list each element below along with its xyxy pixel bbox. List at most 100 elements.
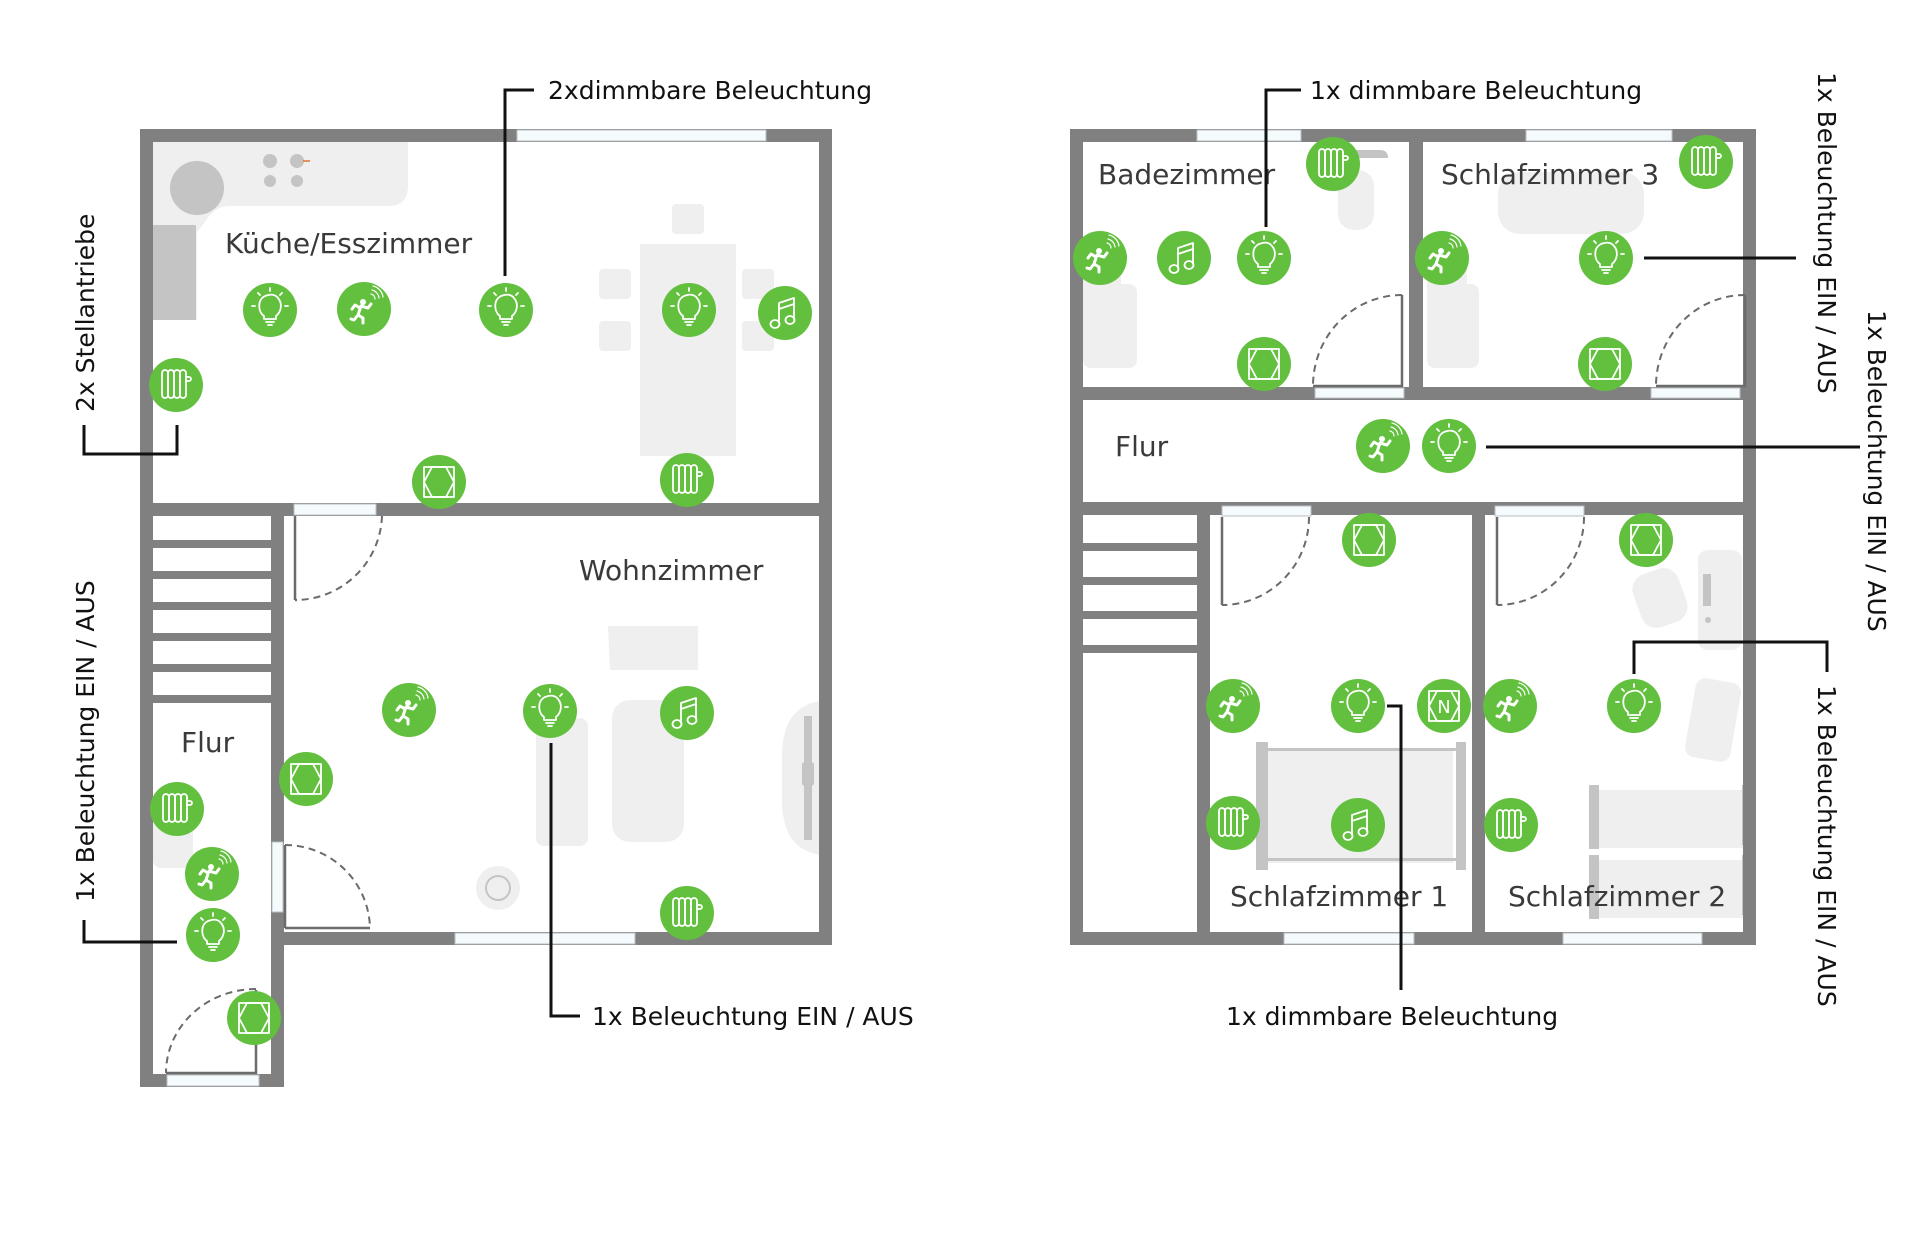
- device-circle: [1331, 679, 1385, 733]
- device-motion-sensor-icon: [1073, 231, 1127, 285]
- device-circle: [1415, 231, 1469, 285]
- room-label-flur-eg: Flur: [181, 726, 235, 759]
- device-circle: [662, 283, 716, 337]
- device-circle: [1607, 679, 1661, 733]
- device-shutter-icon: [1237, 337, 1291, 391]
- window: [1494, 505, 1585, 517]
- room-label-sz1: Schlafzimmer 1: [1230, 880, 1448, 913]
- device-radiator-icon: [1206, 796, 1260, 850]
- device-circle: [1422, 419, 1476, 473]
- device-radiator-icon: [660, 453, 714, 507]
- device-shutter-north-icon: N: [1417, 679, 1471, 733]
- device-circle: [1306, 137, 1360, 191]
- callout-kueche-actuators: 2x Stellantriebe: [71, 214, 100, 412]
- device-circle: [337, 282, 391, 336]
- device-shutter-icon: [279, 752, 333, 806]
- room-label-sz2: Schlafzimmer 2: [1508, 880, 1726, 913]
- window: [1196, 129, 1302, 142]
- device-circle: [1237, 337, 1291, 391]
- device-motion-sensor-icon: [382, 683, 436, 737]
- window: [271, 841, 284, 913]
- callout-sz1-dimmable: 1x dimmbare Beleuchtung: [1226, 1002, 1558, 1031]
- device-circle: [660, 686, 714, 740]
- device-circle: [1483, 679, 1537, 733]
- device-circle: [1342, 513, 1396, 567]
- device-light-bulb-icon: [1237, 231, 1291, 285]
- door: [283, 844, 371, 930]
- device-circle: [1356, 419, 1410, 473]
- room-label-sz3: Schlafzimmer 3: [1441, 158, 1659, 191]
- device-circle: [479, 283, 533, 337]
- device-circle: [1484, 798, 1538, 852]
- device-light-bulb-icon: [662, 283, 716, 337]
- room-label-wohnzimmer: Wohnzimmer: [579, 554, 764, 587]
- device-light-bulb-icon: [1331, 679, 1385, 733]
- window: [1650, 387, 1741, 399]
- device-circle: [1157, 231, 1211, 285]
- device-circle: [1417, 679, 1471, 733]
- window: [1525, 129, 1673, 142]
- device-motion-sensor-icon: [1206, 679, 1260, 733]
- callout-wohnzimmer-light: 1x Beleuchtung EIN / AUS: [592, 1002, 914, 1031]
- door: [1495, 516, 1585, 606]
- device-circle: [1206, 796, 1260, 850]
- device-radiator-icon: [149, 358, 203, 412]
- device-letter: N: [1437, 697, 1450, 718]
- device-circle: [227, 991, 281, 1045]
- device-circle: [1679, 135, 1733, 189]
- window: [166, 1074, 260, 1087]
- device-circle: [186, 908, 240, 962]
- device-circle: [185, 847, 239, 901]
- device-circle: [523, 684, 577, 738]
- callout-lines: [82, 88, 1860, 1018]
- door: [1655, 294, 1747, 388]
- window: [1562, 932, 1703, 945]
- device-shutter-icon: [227, 991, 281, 1045]
- device-light-bulb-icon: [479, 283, 533, 337]
- device-circle: [1073, 231, 1127, 285]
- kitchen-counter: [153, 142, 408, 320]
- device-circle: [1619, 513, 1673, 567]
- device-light-bulb-icon: [523, 684, 577, 738]
- device-circle: [660, 886, 714, 940]
- device-circle: [382, 683, 436, 737]
- door: [1312, 294, 1404, 388]
- bedroom2-furniture: [1589, 550, 1749, 919]
- device-circle: [150, 782, 204, 836]
- device-music-icon: [1331, 798, 1385, 852]
- window: [454, 932, 636, 945]
- window: [516, 129, 767, 142]
- device-radiator-icon: [1679, 135, 1733, 189]
- device-light-bulb-icon: [243, 283, 297, 337]
- door: [1220, 516, 1310, 606]
- callout-bad-dimmable: 1x dimmbare Beleuchtung: [1310, 76, 1642, 105]
- device-shutter-icon: [412, 455, 466, 509]
- device-circle: [412, 455, 466, 509]
- device-motion-sensor-icon: [1483, 679, 1537, 733]
- device-light-bulb-icon: [1607, 679, 1661, 733]
- ground-floor-plan: Küche/Esszimmer Wohnzimmer Flur: [140, 129, 832, 1087]
- device-circle: [1331, 798, 1385, 852]
- device-circle: [279, 752, 333, 806]
- callout-sz3-light: 1x Beleuchtung EIN / AUS: [1812, 72, 1841, 394]
- device-circle: [1578, 337, 1632, 391]
- callout-flur-eg-light: 1x Beleuchtung EIN / AUS: [71, 580, 100, 902]
- window: [293, 503, 377, 516]
- device-light-bulb-icon: [1579, 231, 1633, 285]
- callout-flur-og-light: 1x Beleuchtung EIN / AUS: [1862, 310, 1891, 632]
- device-circle: [149, 358, 203, 412]
- device-motion-sensor-icon: [185, 847, 239, 901]
- device-motion-sensor-icon: [1415, 231, 1469, 285]
- window: [1221, 505, 1312, 517]
- device-shutter-icon: [1619, 513, 1673, 567]
- device-light-bulb-icon: [186, 908, 240, 962]
- window: [1314, 387, 1405, 399]
- device-radiator-icon: [150, 782, 204, 836]
- room-label-kueche: Küche/Esszimmer: [225, 227, 473, 260]
- device-radiator-icon: [1484, 798, 1538, 852]
- device-motion-sensor-icon: [1356, 419, 1410, 473]
- device-music-icon: [758, 286, 812, 340]
- device-motion-sensor-icon: [337, 282, 391, 336]
- device-radiator-icon: [660, 886, 714, 940]
